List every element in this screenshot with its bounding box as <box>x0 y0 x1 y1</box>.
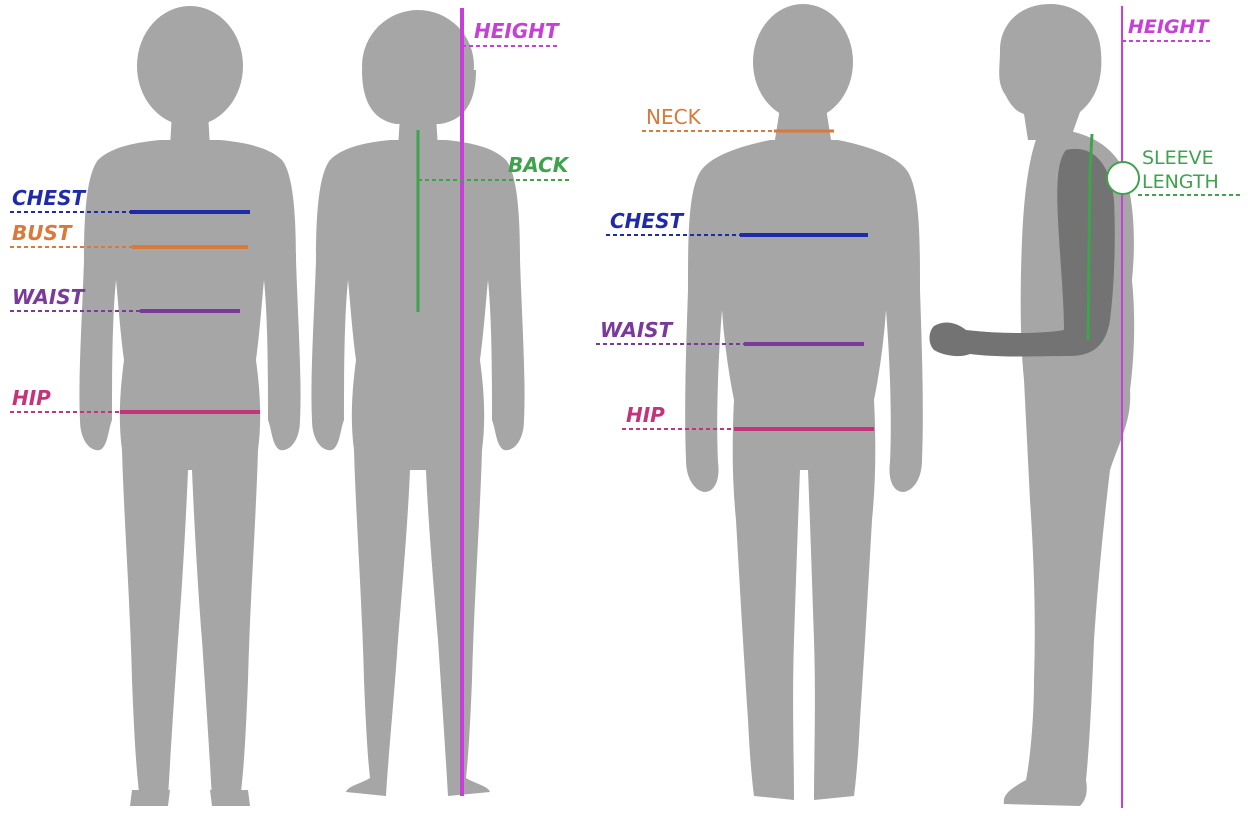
shoulder-point-icon <box>1107 162 1139 194</box>
label-hip: HIP <box>12 386 51 410</box>
female-back-figure <box>311 10 524 796</box>
female-front-feet <box>130 790 250 806</box>
label-male-height: HEIGHT <box>1128 16 1210 38</box>
label-waist: WAIST <box>12 285 86 309</box>
male-front-body <box>685 140 923 800</box>
female-front-head <box>137 6 243 126</box>
label-back: BACK <box>508 153 570 177</box>
male-side-figure <box>930 4 1135 806</box>
male-front-head <box>753 4 853 120</box>
label-sleeve-line1: SLEEVE <box>1142 147 1214 169</box>
female-front-figure <box>79 6 300 806</box>
male-side-head <box>999 4 1101 140</box>
label-chest: CHEST <box>12 186 86 210</box>
female-back-hair <box>362 70 476 124</box>
label-sleeve-line2: LENGTH <box>1142 171 1219 193</box>
label-male-waist: WAIST <box>600 318 674 342</box>
label-male-hip: HIP <box>626 403 665 427</box>
label-neck: NECK <box>646 105 702 129</box>
label-height: HEIGHT <box>474 19 560 43</box>
female-front-body <box>79 140 300 800</box>
label-bust: BUST <box>12 221 73 245</box>
label-male-chest: CHEST <box>610 209 684 233</box>
male-front-figure <box>685 4 923 800</box>
